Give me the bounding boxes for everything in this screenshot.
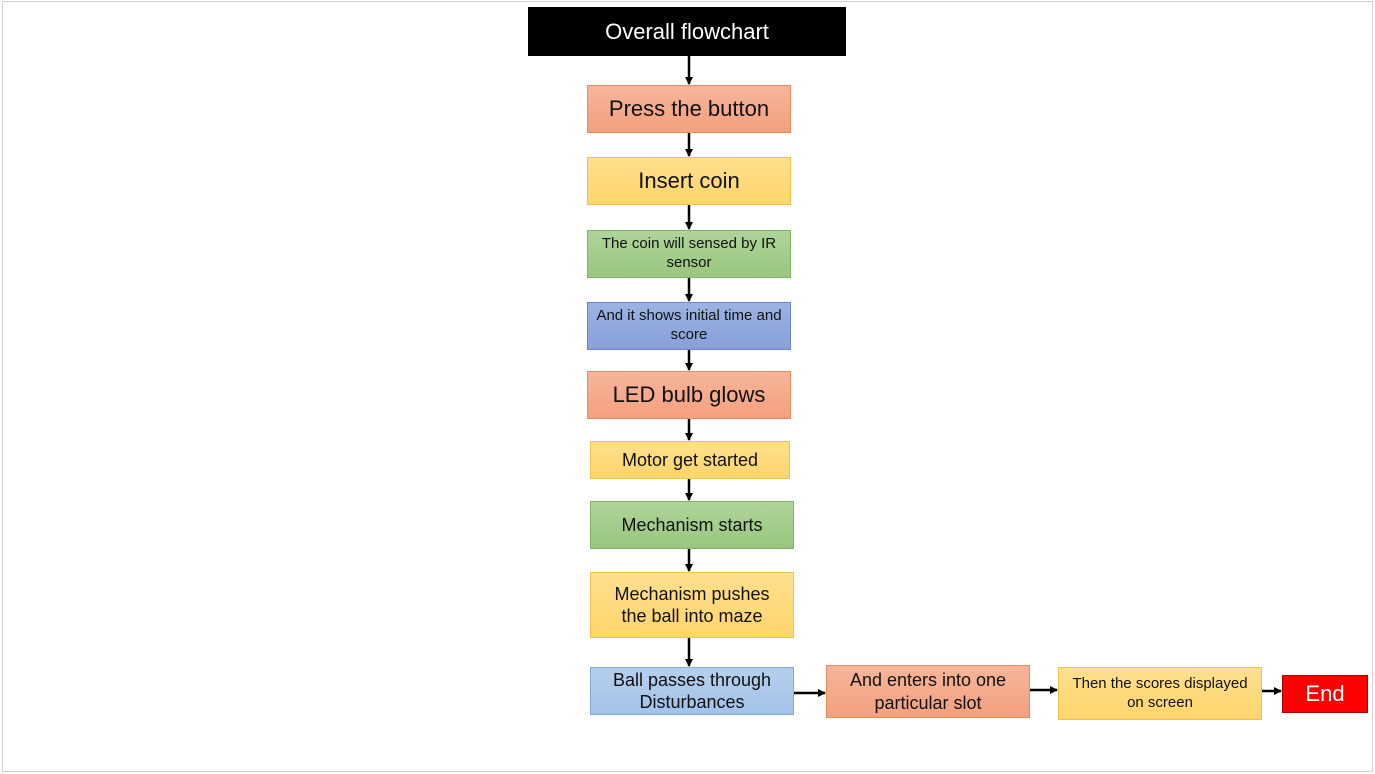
step-motor-started: Motor get started (590, 441, 790, 479)
step-enters-slot: And enters into one particular slot (826, 665, 1030, 718)
end-box: End (1282, 675, 1368, 713)
step-press-button: Press the button (587, 85, 791, 133)
flowchart-title: Overall flowchart (528, 7, 846, 56)
step-scores-displayed: Then the scores displayed on screen (1058, 667, 1262, 720)
step-pushes-ball: Mechanism pushes the ball into maze (590, 572, 794, 638)
step-mechanism-starts: Mechanism starts (590, 501, 794, 549)
step-ir-sensor: The coin will sensed by IR sensor (587, 230, 791, 278)
step-led-glows: LED bulb glows (587, 371, 791, 419)
step-initial-time-score: And it shows initial time and score (587, 302, 791, 350)
step-insert-coin: Insert coin (587, 157, 791, 205)
step-passes-disturbances: Ball passes through Disturbances (590, 667, 794, 715)
